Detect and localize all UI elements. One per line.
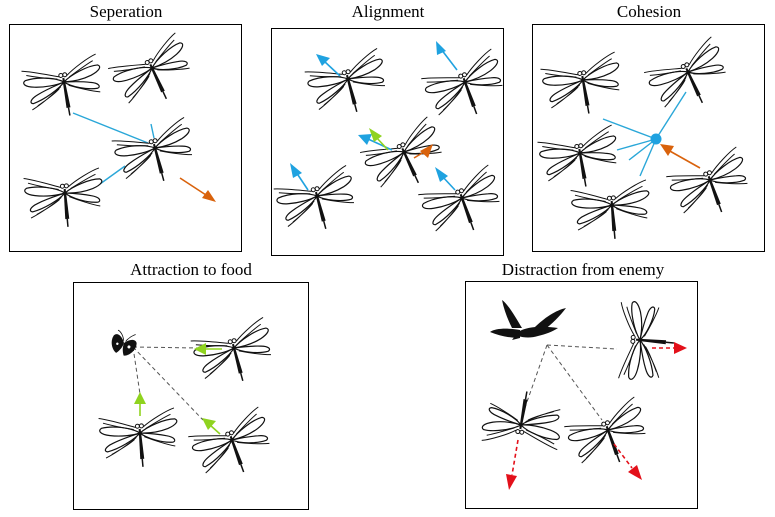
moth-icon <box>107 327 141 359</box>
dragonfly-icon <box>271 164 364 240</box>
dragonfly-icon <box>539 51 627 122</box>
panel-separation <box>9 24 242 252</box>
dragonfly-icon <box>97 407 182 472</box>
dragonfly-icon <box>419 47 513 129</box>
dragonfly-icon <box>20 53 108 124</box>
panel-cohesion <box>532 24 765 252</box>
dragonfly-icon <box>188 316 281 392</box>
dragonfly-icon <box>302 47 395 123</box>
dragonfly-icon <box>569 179 654 244</box>
title-alignment: Alignment <box>351 2 425 21</box>
panel-attraction-to-food <box>73 282 309 510</box>
title-attraction-to-food: Attraction to food <box>130 260 252 279</box>
dragonfly-icon <box>562 395 656 477</box>
dragonfly-icon <box>416 163 510 245</box>
dragonfly-icon <box>479 384 568 455</box>
cohesion-center-icon <box>650 133 662 145</box>
separation-group <box>20 31 216 232</box>
dragonfly-icon <box>109 116 202 192</box>
attraction-to-food-group <box>97 316 281 487</box>
cohesion-group <box>536 35 758 244</box>
title-cohesion: Cohesion <box>616 2 682 21</box>
dragonfly-icon <box>536 124 624 195</box>
dragonfly-icon <box>357 115 454 201</box>
dragonfly-icon <box>22 167 107 232</box>
distraction-from-enemy-group <box>479 299 687 490</box>
panel-distraction-from-enemy <box>465 281 698 509</box>
panel-alignment <box>271 28 504 256</box>
bird-icon <box>490 300 566 340</box>
dragonfly-icon <box>641 35 738 121</box>
alignment-group <box>271 41 513 245</box>
dragonfly-icon <box>105 31 202 117</box>
title-distraction-from-enemy: Distraction from enemy <box>501 260 665 279</box>
dragonfly-icon <box>613 299 678 384</box>
dragonfly-icon <box>664 145 758 227</box>
title-separation: Seperation <box>89 2 163 21</box>
